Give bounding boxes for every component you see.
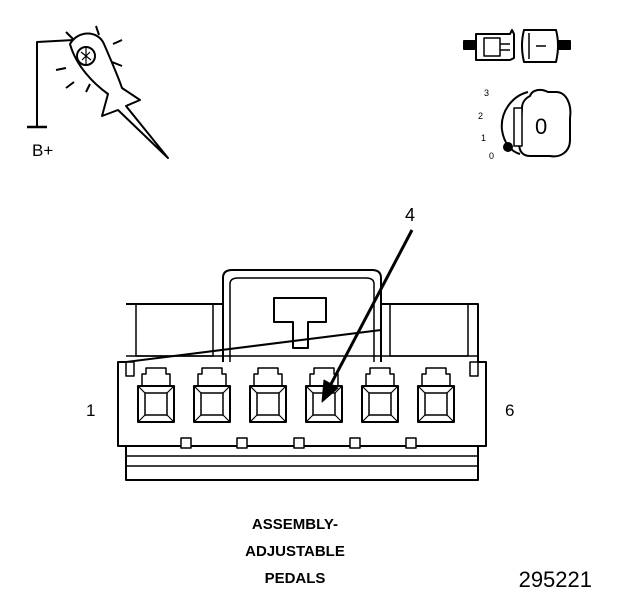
title-line-3: PEDALS xyxy=(264,570,326,587)
title-line-1: ASSEMBLY- xyxy=(251,516,339,533)
figure-number: 295221 xyxy=(518,567,592,592)
ignition-key-icon xyxy=(500,88,572,158)
power-label: B+ xyxy=(32,141,54,160)
test-light-lead xyxy=(36,39,75,126)
connector-title: ASSEMBLY- ADJUSTABLE PEDALS xyxy=(200,511,390,592)
ignition-position-3: 3 xyxy=(484,88,490,98)
connector-latch xyxy=(222,269,382,362)
connector-teeth xyxy=(180,437,417,449)
ignition-position-2: 2 xyxy=(478,111,484,121)
ignition-position-dot xyxy=(503,142,513,152)
pin-6-label: 6 xyxy=(505,401,515,420)
terminal-cavity-1 xyxy=(137,367,175,423)
terminal-cavity-6 xyxy=(417,367,455,423)
terminal-cavity-2 xyxy=(193,367,231,423)
key-label: 0 xyxy=(535,114,548,139)
pin-1-label: 1 xyxy=(86,401,96,420)
terminal-cavities xyxy=(137,367,455,423)
connector-face xyxy=(117,269,487,481)
light-rays xyxy=(55,25,123,93)
connector-housing xyxy=(117,303,487,481)
callout-label: 4 xyxy=(405,205,416,225)
test-light-icon xyxy=(27,25,169,159)
terminal-cavity-5 xyxy=(361,367,399,423)
ignition-position-0: 0 xyxy=(489,151,495,161)
ignition-position-1: 1 xyxy=(481,133,487,143)
connector-disconnect-icon xyxy=(463,29,571,63)
test-light-body xyxy=(69,32,169,159)
callout-leader xyxy=(321,229,414,403)
ignition-switch-arc xyxy=(500,91,529,155)
title-line-2: ADJUSTABLE xyxy=(245,543,345,560)
connector-key xyxy=(273,297,327,349)
terminal-cavity-3 xyxy=(249,367,287,423)
